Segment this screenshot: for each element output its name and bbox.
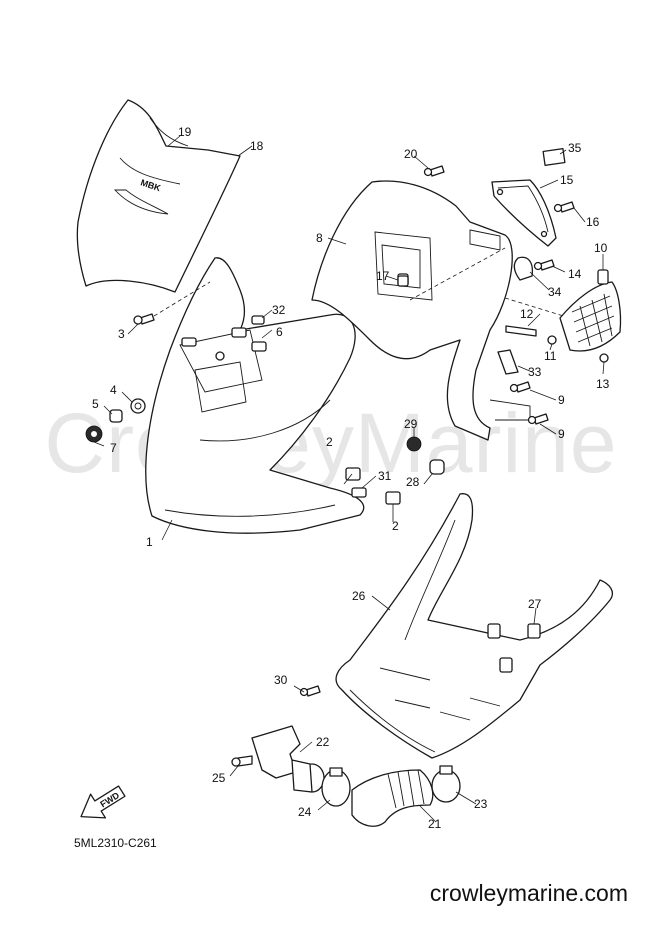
callout-23[interactable]: 23 bbox=[474, 797, 488, 811]
bellows-hose-part[interactable] bbox=[351, 769, 434, 827]
callout-labels: 1 2 2 3 4 5 6 7 8 9 9 10 11 12 13 14 15 … bbox=[92, 125, 610, 831]
callout-2b[interactable]: 2 bbox=[392, 519, 399, 533]
callout-22[interactable]: 22 bbox=[316, 735, 330, 749]
diagram-code: 5ML2310-C261 bbox=[74, 836, 157, 850]
callout-31[interactable]: 31 bbox=[378, 469, 392, 483]
callout-25[interactable]: 25 bbox=[212, 771, 226, 785]
callout-15[interactable]: 15 bbox=[560, 173, 574, 187]
callout-1[interactable]: 1 bbox=[146, 535, 153, 549]
site-footer[interactable]: crowleymarine.com bbox=[429, 880, 628, 906]
callout-28[interactable]: 28 bbox=[406, 475, 420, 489]
callout-2a[interactable]: 2 bbox=[326, 435, 333, 449]
under-cover-part[interactable] bbox=[335, 493, 614, 759]
fwd-arrow-icon: FWD bbox=[80, 785, 126, 819]
grille-lid-part[interactable] bbox=[559, 269, 622, 352]
hardware-group bbox=[85, 165, 609, 767]
label-sticker-part[interactable] bbox=[542, 148, 566, 166]
callout-21[interactable]: 21 bbox=[428, 817, 442, 831]
bracket-plate-part[interactable] bbox=[491, 179, 557, 247]
clamp-24-part[interactable] bbox=[321, 767, 351, 807]
callout-9b[interactable]: 9 bbox=[558, 427, 565, 441]
callout-8[interactable]: 8 bbox=[316, 231, 323, 245]
callout-14[interactable]: 14 bbox=[568, 267, 582, 281]
inner-frame-part[interactable] bbox=[311, 180, 571, 441]
callout-35[interactable]: 35 bbox=[568, 141, 582, 155]
callout-19[interactable]: 19 bbox=[178, 125, 192, 139]
callout-12[interactable]: 12 bbox=[520, 307, 534, 321]
callout-34[interactable]: 34 bbox=[548, 285, 562, 299]
callout-5[interactable]: 5 bbox=[92, 397, 99, 411]
callout-4[interactable]: 4 bbox=[110, 383, 117, 397]
front-cover-part[interactable]: MBK bbox=[76, 99, 241, 293]
leg-shield-part[interactable] bbox=[145, 257, 365, 534]
callout-27[interactable]: 27 bbox=[528, 597, 542, 611]
callout-29[interactable]: 29 bbox=[404, 417, 418, 431]
leader-lines bbox=[93, 135, 605, 823]
callout-18[interactable]: 18 bbox=[250, 139, 264, 153]
callout-10[interactable]: 10 bbox=[594, 241, 608, 255]
callout-7[interactable]: 7 bbox=[110, 441, 117, 455]
callout-30[interactable]: 30 bbox=[274, 673, 288, 687]
callout-13[interactable]: 13 bbox=[596, 377, 610, 391]
callout-33[interactable]: 33 bbox=[528, 365, 542, 379]
callout-20[interactable]: 20 bbox=[404, 147, 418, 161]
callout-9a[interactable]: 9 bbox=[558, 393, 565, 407]
callout-3[interactable]: 3 bbox=[118, 327, 125, 341]
callout-11[interactable]: 11 bbox=[544, 349, 557, 363]
callout-24[interactable]: 24 bbox=[298, 805, 312, 819]
callout-16[interactable]: 16 bbox=[586, 215, 600, 229]
intake-duct-part[interactable] bbox=[251, 725, 325, 793]
callout-6[interactable]: 6 bbox=[276, 325, 283, 339]
callout-32[interactable]: 32 bbox=[272, 303, 286, 317]
callout-26[interactable]: 26 bbox=[352, 589, 366, 603]
clamp-23-part[interactable] bbox=[431, 765, 461, 803]
callout-17[interactable]: 17 bbox=[376, 269, 390, 283]
